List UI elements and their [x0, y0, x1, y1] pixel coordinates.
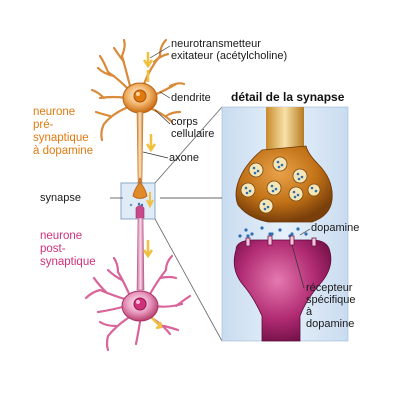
label-dopamine: dopamine: [311, 222, 360, 234]
synapse-detail-title: détail de la synapse: [231, 90, 345, 104]
label-neurotransmitter: neurotransmetteur exitateur (acétylcholi…: [171, 38, 288, 62]
label-receptor: récepteur spécifique à dopamine: [306, 282, 356, 330]
synaptic-vesicles: [240, 156, 321, 214]
synapse-detail-panel: [221, 106, 349, 342]
postsynaptic-neuron-drawing: [84, 217, 192, 352]
label-axon: axone: [169, 152, 199, 164]
dopamine-receptors: [245, 235, 317, 247]
label-cell-body: corps cellulaire: [171, 116, 215, 140]
label-synapse: synapse: [40, 192, 81, 204]
label-postsynaptic-neuron: neurone post- synaptique: [40, 230, 96, 268]
label-dendrite: dendrite: [171, 92, 211, 104]
label-presynaptic-neuron: neurone pré- synaptique à dopamine: [33, 106, 94, 157]
label-leader-lines: [110, 45, 222, 199]
